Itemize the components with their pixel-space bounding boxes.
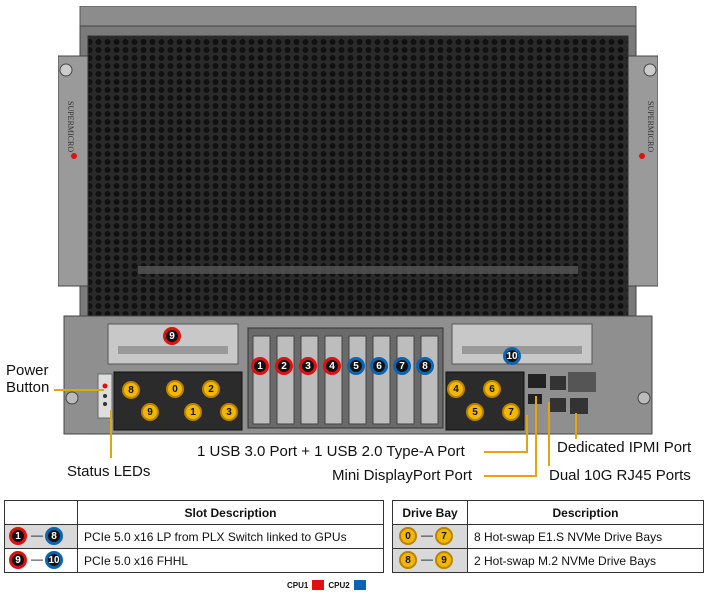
drive-table-header-left: Drive Bay bbox=[392, 500, 468, 525]
drive-badge-8: 8 bbox=[122, 381, 140, 399]
drive-badge-3: 3 bbox=[220, 403, 238, 421]
dual-10g-leader bbox=[548, 402, 550, 466]
slot-desc: PCIe 5.0 x16 FHHL bbox=[77, 548, 384, 573]
drive-badge-4: 4 bbox=[447, 380, 465, 398]
slot-badge-4: 4 bbox=[323, 357, 341, 375]
legend-cpu2-swatch bbox=[353, 580, 366, 590]
status-leds-leader bbox=[110, 410, 112, 458]
usb-leader-h bbox=[484, 451, 527, 453]
drive-badge-1: 1 bbox=[184, 403, 202, 421]
dash: — bbox=[421, 552, 433, 566]
usb-ports-callout: 1 USB 3.0 Port + 1 USB 2.0 Type-A Port bbox=[197, 443, 465, 460]
slot-badge-10: 10 bbox=[503, 347, 521, 365]
drive-range-cell: 8 — 9 bbox=[392, 548, 468, 573]
drive-badge-0: 0 bbox=[166, 380, 184, 398]
legend-cpu1-label: CPU1 bbox=[287, 580, 309, 590]
cpu-legend: CPU1 CPU2 bbox=[287, 580, 366, 590]
ipmi-leader bbox=[575, 413, 577, 439]
drive-badge-7: 7 bbox=[502, 403, 520, 421]
dash: — bbox=[31, 528, 43, 542]
table-row: 9 — 10 PCIe 5.0 x16 FHHL bbox=[4, 548, 384, 573]
slot-description-table: Slot Description 1 — 8 PCIe 5.0 x16 LP f… bbox=[4, 500, 384, 573]
drive-range-cell: 0 — 7 bbox=[392, 524, 468, 549]
drive-badge-6: 6 bbox=[483, 380, 501, 398]
legend-cpu2-label: CPU2 bbox=[328, 580, 350, 590]
drive-table-header-right: Description bbox=[467, 500, 704, 525]
drive-range-to: 9 bbox=[435, 551, 453, 569]
server-chassis-image: SUPERMICRO SUPERMICRO bbox=[58, 6, 658, 435]
table-row: 1 — 8 PCIe 5.0 x16 LP from PLX Switch li… bbox=[4, 524, 384, 549]
slot-range-cell: 9 — 10 bbox=[4, 548, 78, 573]
drive-badge-9: 9 bbox=[141, 403, 159, 421]
brand-text-right: SUPERMICRO bbox=[646, 101, 655, 152]
slot-badge-6: 6 bbox=[370, 357, 388, 375]
slot-badge-3: 3 bbox=[299, 357, 317, 375]
drive-range-from: 8 bbox=[399, 551, 417, 569]
slot-badge-5: 5 bbox=[347, 357, 365, 375]
drive-bay-table: Drive Bay Description 0 — 7 8 Hot-swap E… bbox=[392, 500, 704, 573]
slot-badge-1: 1 bbox=[251, 357, 269, 375]
drive-badge-5: 5 bbox=[466, 403, 484, 421]
usb-leader-v bbox=[526, 415, 528, 453]
power-button-callout: Power Button bbox=[6, 362, 50, 396]
dash: — bbox=[31, 552, 43, 566]
mdp-leader-h bbox=[484, 475, 537, 477]
table-row: 8 — 9 2 Hot-swap M.2 NVMe Drive Bays bbox=[392, 548, 704, 573]
slot-table-header: Slot Description bbox=[77, 500, 384, 525]
table-row: 0 — 7 8 Hot-swap E1.S NVMe Drive Bays bbox=[392, 524, 704, 549]
slot-table-empty-header bbox=[4, 500, 78, 525]
slot-range-from: 9 bbox=[9, 551, 27, 569]
drive-desc: 2 Hot-swap M.2 NVMe Drive Bays bbox=[467, 548, 704, 573]
slot-badge-2: 2 bbox=[275, 357, 293, 375]
drive-range-from: 0 bbox=[399, 527, 417, 545]
drive-badge-2: 2 bbox=[202, 380, 220, 398]
mini-displayport-callout: Mini DisplayPort Port bbox=[332, 467, 473, 484]
mdp-leader-v bbox=[535, 396, 537, 477]
slot-badge-8: 8 bbox=[416, 357, 434, 375]
brand-text-left: SUPERMICRO bbox=[66, 101, 75, 152]
dedicated-ipmi-callout: Dedicated IPMI Port bbox=[557, 439, 692, 456]
slot-badge-7: 7 bbox=[393, 357, 411, 375]
dash: — bbox=[421, 528, 433, 542]
slot-range-to: 8 bbox=[45, 527, 63, 545]
drive-range-to: 7 bbox=[435, 527, 453, 545]
slot-badge-9: 9 bbox=[163, 327, 181, 345]
slot-desc: PCIe 5.0 x16 LP from PLX Switch linked t… bbox=[77, 524, 384, 549]
status-leds-callout: Status LEDs bbox=[67, 463, 151, 480]
slot-range-to: 10 bbox=[45, 551, 63, 569]
slot-range-from: 1 bbox=[9, 527, 27, 545]
drive-desc: 8 Hot-swap E1.S NVMe Drive Bays bbox=[467, 524, 704, 549]
slot-range-cell: 1 — 8 bbox=[4, 524, 78, 549]
legend-cpu1-swatch bbox=[312, 580, 325, 590]
dual-10g-callout: Dual 10G RJ45 Ports bbox=[549, 467, 691, 484]
power-button-leader bbox=[54, 389, 104, 391]
